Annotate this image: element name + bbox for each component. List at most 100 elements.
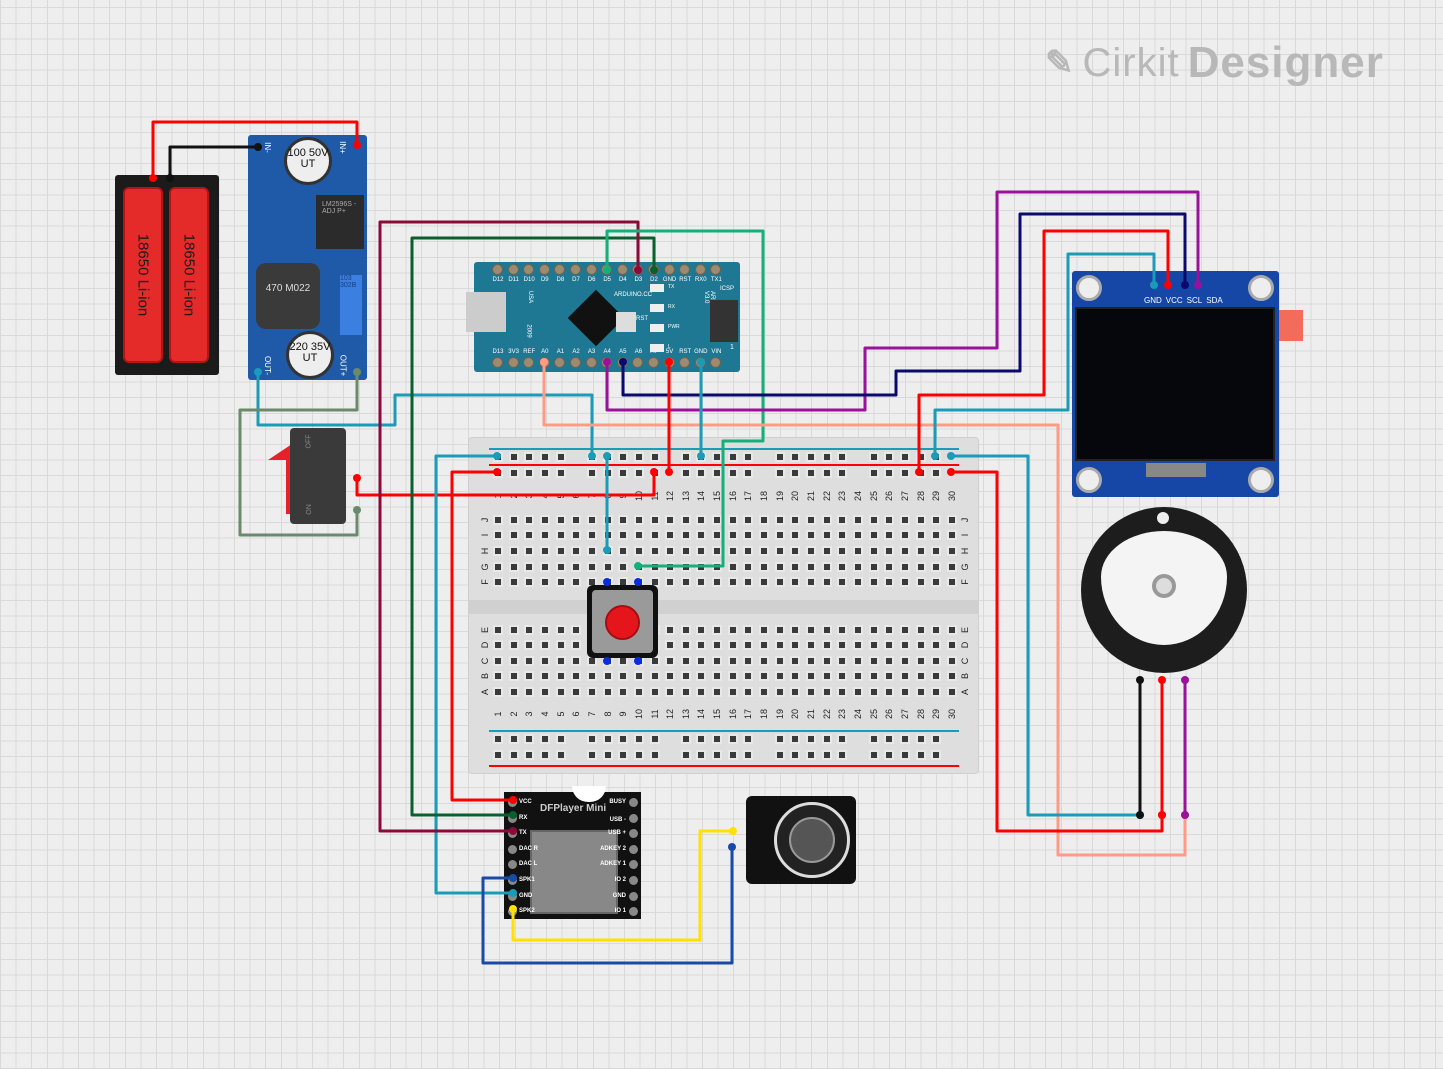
tie-point[interactable] (852, 687, 863, 697)
tie-point[interactable] (649, 577, 660, 587)
tie-point[interactable] (665, 546, 676, 556)
tie-point[interactable] (712, 671, 723, 681)
tie-point[interactable] (806, 530, 816, 540)
tie-point[interactable] (524, 671, 535, 681)
tie-point[interactable] (915, 577, 926, 587)
pin-vin[interactable] (710, 357, 722, 368)
dfp-pin[interactable] (629, 860, 638, 870)
pin-ref[interactable] (523, 357, 535, 368)
a4-to-oled-sda-wire[interactable] (605, 190, 1200, 412)
rail-hole[interactable] (696, 468, 707, 478)
tie-point[interactable] (774, 546, 785, 556)
tie-point[interactable] (508, 530, 519, 540)
tie-point[interactable] (680, 625, 691, 635)
wire-endpoint[interactable] (603, 358, 611, 366)
tie-point[interactable] (743, 625, 754, 635)
rail-hole[interactable] (649, 734, 660, 744)
tie-point[interactable] (790, 577, 801, 587)
tie-point[interactable] (806, 577, 816, 587)
rail-hole[interactable] (680, 734, 691, 744)
tie-point[interactable] (539, 530, 550, 540)
wire-endpoint[interactable] (931, 452, 939, 460)
tie-point[interactable] (774, 640, 785, 650)
dfp-pin[interactable] (629, 844, 638, 854)
wire-endpoint[interactable] (603, 546, 611, 554)
tie-point[interactable] (665, 687, 676, 697)
wire-endpoint[interactable] (254, 143, 262, 151)
rail-hole[interactable] (618, 750, 629, 760)
tie-point[interactable] (884, 530, 895, 540)
tie-point[interactable] (806, 562, 816, 572)
tie-point[interactable] (727, 656, 738, 666)
d5-to-button-wire[interactable] (605, 229, 765, 568)
tie-point[interactable] (915, 640, 926, 650)
rail-hole[interactable] (899, 468, 910, 478)
tie-point[interactable] (524, 515, 535, 525)
pin-d11[interactable] (507, 264, 519, 275)
lm2596-buck-converter[interactable]: IN- IN+ 100 50V UT LM2596S -ADJ P+ 470 M… (248, 135, 367, 380)
tie-point[interactable] (539, 625, 550, 635)
wire-endpoint[interactable] (1194, 281, 1202, 289)
tie-point[interactable] (680, 671, 691, 681)
rail-hole[interactable] (899, 452, 910, 462)
dfp-pin[interactable] (508, 860, 517, 870)
tie-point[interactable] (774, 687, 785, 697)
rail-hole[interactable] (508, 750, 519, 760)
tie-point[interactable] (884, 640, 895, 650)
dfp-pin[interactable] (629, 876, 638, 885)
tie-point[interactable] (680, 530, 691, 540)
tie-point[interactable] (586, 577, 597, 587)
rail-hole[interactable] (633, 468, 644, 478)
battery-negative-wire[interactable] (168, 145, 258, 178)
tie-point[interactable] (759, 671, 770, 681)
rail-hole[interactable] (743, 750, 754, 760)
rail-hole[interactable] (555, 468, 566, 478)
tie-point[interactable] (493, 656, 503, 666)
tie-point[interactable] (539, 640, 550, 650)
tie-point[interactable] (586, 530, 597, 540)
rail-hole[interactable] (712, 734, 723, 744)
tie-point[interactable] (649, 687, 660, 697)
wire-endpoint[interactable] (540, 358, 548, 366)
tie-point[interactable] (586, 687, 597, 697)
pin-d10[interactable] (523, 264, 535, 275)
rail-hole[interactable] (868, 468, 879, 478)
tie-point[interactable] (790, 515, 801, 525)
wire-endpoint[interactable] (353, 474, 361, 482)
d3-to-dfplayer-tx-wire[interactable] (378, 220, 640, 833)
tie-point[interactable] (571, 515, 582, 525)
tie-point[interactable] (618, 687, 629, 697)
pin-d8[interactable] (554, 264, 566, 275)
tie-point[interactable] (931, 625, 942, 635)
tie-point[interactable] (868, 671, 879, 681)
dfp-pin[interactable] (508, 844, 517, 854)
wire-endpoint[interactable] (1181, 811, 1189, 819)
tie-point[interactable] (774, 515, 785, 525)
tie-point[interactable] (790, 671, 801, 681)
pulse-sensor[interactable] (1081, 507, 1247, 673)
tie-point[interactable] (524, 577, 535, 587)
rail-hole[interactable] (649, 750, 660, 760)
tie-point[interactable] (696, 515, 707, 525)
tie-point[interactable] (884, 625, 895, 635)
tie-point[interactable] (571, 562, 582, 572)
tie-point[interactable] (602, 562, 613, 572)
battery-positive-wire[interactable] (151, 120, 359, 178)
tie-point[interactable] (899, 625, 910, 635)
rail-hole[interactable] (821, 750, 832, 760)
pin-rx0[interactable] (694, 264, 706, 275)
tie-point[interactable] (837, 515, 848, 525)
tie-point[interactable] (946, 515, 957, 525)
buck-out-minus-wire[interactable] (256, 372, 594, 456)
tie-point[interactable] (868, 562, 879, 572)
tie-point[interactable] (680, 687, 691, 697)
tie-point[interactable] (868, 687, 879, 697)
tie-point[interactable] (915, 671, 926, 681)
tie-point[interactable] (665, 577, 676, 587)
wire-endpoint[interactable] (1150, 281, 1158, 289)
tie-point[interactable] (524, 656, 535, 666)
tie-point[interactable] (618, 577, 629, 587)
tie-point[interactable] (493, 671, 503, 681)
rail-hole[interactable] (696, 750, 707, 760)
